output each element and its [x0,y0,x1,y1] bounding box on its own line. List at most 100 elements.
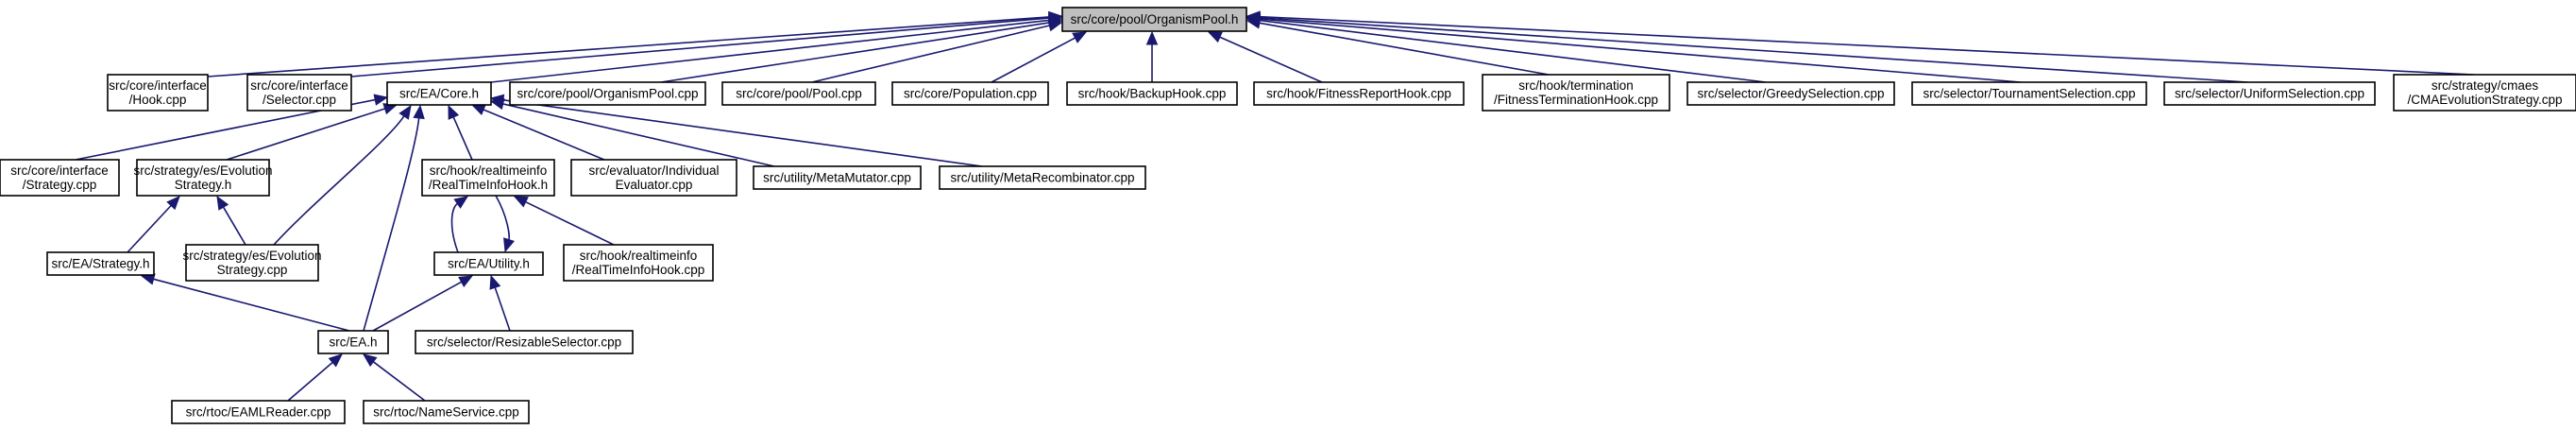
edge-evo_cpp-to-core_h-arrowhead [398,104,412,120]
node-label: /Strategy.cpp [23,178,97,192]
node-box [421,159,555,197]
node-rtinfo-h[interactable]: src/hook/realtimeinfo/RealTimeInfoHook.h [421,159,555,197]
edge-indiv_cpp-to-core_h-arrowhead [470,104,486,115]
node-nameservice-cpp[interactable]: src/rtoc/NameService.cpp [363,400,530,424]
edge-evo_cpp-to-evo_h [222,206,246,246]
node-strategy-if[interactable]: src/core/interface/Strategy.cpp [0,159,120,197]
node-evo-cpp[interactable]: src/strategy/es/EvolutionStrategy.cpp [182,244,322,282]
node-box [563,244,714,282]
edge-pool_cpp-to-root [811,25,1050,83]
node-label: src/hook/realtimeinfo [580,249,698,263]
node-population-cpp[interactable]: src/core/Population.cpp [891,81,1049,106]
node-box [46,251,155,276]
node-label: /CMAEvolutionStrategy.cpp [2407,93,2562,107]
node-label: src/strategy/es/Evolution [133,163,272,178]
node-label: src/core/pool/OrganismPool.h [1071,12,1239,26]
node-label: src/selector/ResizableSelector.cpp [427,335,621,350]
node-label: src/EA/Strategy.h [51,257,149,271]
node-box [721,81,876,106]
node-ea-h[interactable]: src/EA.h [317,330,389,354]
edge-uniform_cpp-to-root [1259,17,2248,83]
node-label: src/evaluator/Individual [588,163,719,178]
node-fitnessreport-cpp[interactable]: src/hook/FitnessReportHook.cpp [1253,81,1465,106]
edge-rtinfo_h-to-core_h [452,116,473,161]
edge-nameservice_cpp-to-ea_h [372,361,426,402]
node-label: src/utility/MetaRecombinator.cpp [950,171,1134,185]
node-label: src/core/Population.cpp [904,87,1037,101]
node-label: src/rtoc/NameService.cpp [373,405,519,420]
edge-ea_h-to-core_h-arrowhead [413,104,425,120]
edge-backuphook_cpp-to-root-arrowhead [1145,30,1159,45]
edge-ea_strategy_h-to-evo_h [127,204,172,253]
node-label: /RealTimeInfoHook.h [429,178,548,192]
node-cmaes-cpp[interactable]: src/strategy/cmaes/CMAEvolutionStrategy.… [2393,74,2576,112]
edge-greedy_cpp-to-root [1259,19,1767,83]
edge-metarecomb_cpp-to-core_h [502,98,983,167]
node-metarecomb-cpp[interactable]: src/utility/MetaRecombinator.cpp [939,165,1146,190]
edge-cmaes_cpp-to-root [1259,15,2475,76]
node-evo-h[interactable]: src/strategy/es/EvolutionStrategy.h [133,159,273,197]
node-box [570,159,737,197]
node-rtinfo-cpp[interactable]: src/hook/realtimeinfo/RealTimeInfoHook.c… [563,244,714,282]
edge-rtinfo_h-to-utility_h-arrowhead [503,237,515,253]
node-label: /RealTimeInfoHook.cpp [572,263,705,277]
edge-ea_h-to-core_h [363,117,420,332]
node-resizable-cpp[interactable]: src/selector/ResizableSelector.cpp [415,330,634,354]
node-metamutator-cpp[interactable]: src/utility/MetaMutator.cpp [753,165,922,190]
node-uniform-cpp[interactable]: src/selector/UniformSelection.cpp [2163,81,2376,106]
edge-resizable_cpp-to-utility_h-arrowhead [489,274,501,290]
edge-ea_h-to-utility_h [372,281,463,332]
node-eamlreader-cpp[interactable]: src/rtoc/EAMLReader.cpp [171,400,346,424]
node-label: src/hook/realtimeinfo [430,163,548,178]
node-tournament-cpp[interactable]: src/selector/TournamentSelection.cpp [1911,81,2147,106]
node-label: src/EA.h [329,335,377,350]
node-label: Strategy.cpp [217,263,288,277]
edge-fitnessterm_cpp-to-root [1259,22,1550,76]
node-box [107,74,209,112]
node-backuphook-cpp[interactable]: src/hook/BackupHook.cpp [1066,81,1238,106]
node-selector-if[interactable]: src/core/interface/Selector.cpp [246,74,352,112]
edge-rtinfo_h-to-utility_h [495,195,510,240]
edge-fitnessreport_cpp-to-root-arrowhead [1207,31,1223,43]
node-label: src/core/interface [250,78,348,93]
node-pool-cpp[interactable]: src/core/pool/Pool.cpp [721,81,876,106]
node-label: src/core/pool/OrganismPool.cpp [517,87,698,101]
node-root[interactable]: src/core/pool/OrganismPool.h [1061,7,1247,32]
edge-evo_h-to-core_h [226,108,385,161]
edge-eamlreader_cpp-to-ea_h [287,361,333,402]
node-box [1061,7,1247,32]
edge-cmaes_cpp-to-root-arrowhead [1246,10,1261,23]
node-box [891,81,1049,106]
node-ea-strategy-h[interactable]: src/EA/Strategy.h [46,251,155,276]
node-box [509,81,706,106]
edge-evo_cpp-to-core_h [273,115,405,246]
edge-core_h-to-root [490,19,1050,83]
node-label: src/strategy/cmaes [2432,78,2539,93]
node-box [433,251,544,276]
node-fitnessterm-cpp[interactable]: src/hook/termination/FitnessTerminationH… [1482,74,1670,112]
node-organismpool-cpp[interactable]: src/core/pool/OrganismPool.cpp [509,81,706,106]
node-utility-h[interactable]: src/EA/Utility.h [433,251,544,276]
edge-population_cpp-to-root-arrowhead [1072,31,1088,43]
node-label: src/selector/UniformSelection.cpp [2175,87,2364,101]
node-core-h[interactable]: src/EA/Core.h [386,81,492,106]
edge-rtinfo_h-to-core_h-arrowhead [448,104,460,120]
edge-metarecomb_cpp-to-core_h-arrowhead [489,94,505,107]
edge-metamutator_cpp-to-core_h [502,103,775,167]
node-label: src/core/interface [10,163,109,178]
node-box [0,159,120,197]
node-hook-if[interactable]: src/core/interface/Hook.cpp [107,74,209,112]
node-box [753,165,922,190]
node-greedy-cpp[interactable]: src/selector/GreedySelection.cpp [1686,81,1895,106]
node-label: src/hook/FitnessReportHook.cpp [1266,87,1451,101]
edge-utility_h-to-rtinfo_h-arrowhead [453,196,469,209]
node-box [386,81,492,106]
edge-eamlreader_cpp-to-ea_h-arrowhead [328,353,343,368]
node-box [2393,74,2576,112]
node-label: src/strategy/es/Evolution [182,249,321,263]
edge-selector_if-to-root [350,17,1050,77]
node-box [1686,81,1895,106]
node-label: src/core/pool/Pool.cpp [736,87,862,101]
